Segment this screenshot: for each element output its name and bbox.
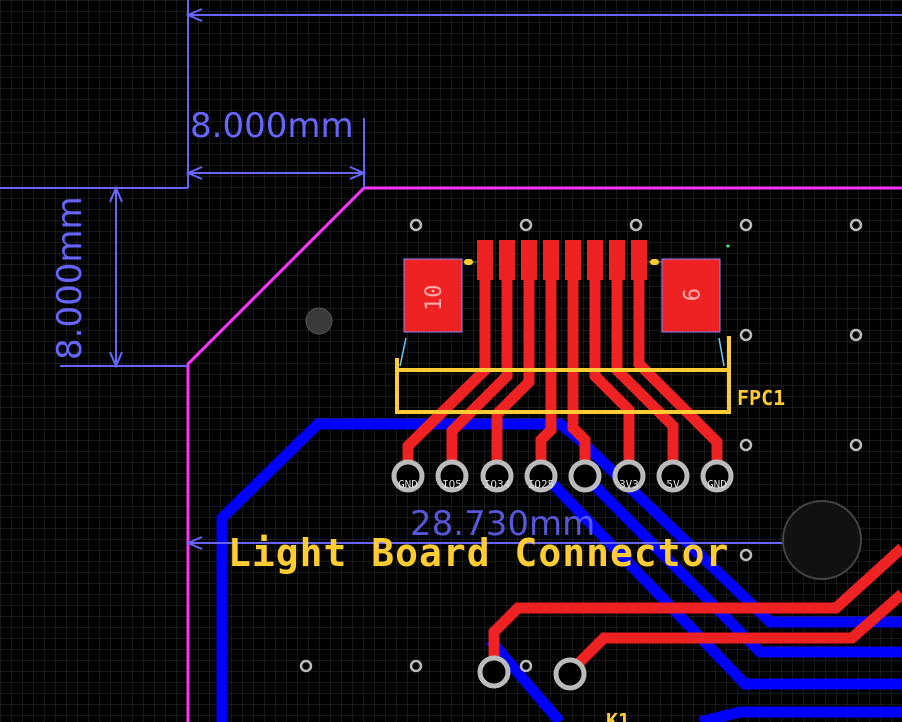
via[interactable] bbox=[519, 659, 533, 673]
top-trace-long-1[interactable] bbox=[488, 543, 902, 672]
lower-pad-left[interactable] bbox=[477, 655, 511, 689]
header-pad-io5[interactable] bbox=[435, 459, 469, 493]
header-pad-io25[interactable] bbox=[524, 459, 558, 493]
top-trace-long-2[interactable] bbox=[566, 589, 902, 676]
silk-dot-right bbox=[650, 259, 659, 265]
bottom-copper-layer bbox=[216, 418, 902, 722]
fpc-finger[interactable] bbox=[477, 240, 493, 280]
via[interactable] bbox=[849, 218, 863, 232]
dimension-horizontal-label: 8.000mm bbox=[190, 106, 354, 146]
tiny-marker bbox=[726, 244, 730, 248]
via[interactable] bbox=[739, 218, 753, 232]
via[interactable] bbox=[849, 438, 863, 452]
pin-label: GND bbox=[398, 478, 418, 491]
pin-label: IO34 bbox=[484, 478, 511, 491]
top-copper-layer bbox=[402, 262, 902, 676]
fpc-trace-6[interactable] bbox=[589, 262, 635, 476]
dimension-vertical-label: 8.000mm bbox=[50, 196, 90, 360]
connector-reference: FPC1 bbox=[737, 386, 785, 410]
pin-label: IO5 bbox=[442, 478, 462, 491]
via[interactable] bbox=[629, 218, 643, 232]
silk-dot-left bbox=[464, 259, 473, 265]
mounting-hole-large[interactable] bbox=[782, 500, 862, 580]
header-pin-labels: GND IO5 IO34 IO25 3V3 5V GND bbox=[398, 478, 727, 491]
fpc-finger[interactable] bbox=[609, 240, 625, 280]
header-pad-5v[interactable] bbox=[656, 459, 690, 493]
header-pad-5[interactable] bbox=[568, 459, 602, 493]
bottom-trace[interactable] bbox=[216, 418, 902, 722]
via[interactable] bbox=[409, 659, 423, 673]
via-grid bbox=[299, 218, 863, 673]
dimension-annotations bbox=[0, 0, 902, 550]
pin-label: GND bbox=[707, 478, 727, 491]
fpc-trace-3[interactable] bbox=[491, 262, 535, 476]
fpc-trace-8[interactable] bbox=[633, 262, 723, 476]
fpc-finger[interactable] bbox=[631, 240, 647, 280]
pad-number-left: 10 bbox=[422, 285, 447, 312]
fpc-finger[interactable] bbox=[543, 240, 559, 280]
fpc-finger[interactable] bbox=[499, 240, 515, 280]
dimension-width-label: 28.730mm bbox=[410, 504, 595, 544]
via[interactable] bbox=[849, 328, 863, 342]
header-pad-gnd-right[interactable] bbox=[700, 459, 734, 493]
lower-pad-right[interactable] bbox=[553, 657, 587, 691]
header-pad-io34[interactable] bbox=[480, 459, 514, 493]
header-pad-3v3[interactable] bbox=[612, 459, 646, 493]
pad-number-right: 9 bbox=[677, 288, 702, 301]
fpc-mount-pad-left[interactable] bbox=[403, 258, 463, 333]
fpc-finger[interactable] bbox=[565, 240, 581, 280]
bottom-trace[interactable] bbox=[541, 472, 902, 690]
bottom-trace[interactable] bbox=[581, 472, 902, 658]
fpc-finger[interactable] bbox=[587, 240, 603, 280]
lower-reference: K1 bbox=[606, 709, 630, 722]
fpc-trace-7[interactable] bbox=[611, 262, 679, 476]
mounting-hole-small[interactable] bbox=[305, 307, 333, 335]
via[interactable] bbox=[739, 438, 753, 452]
via[interactable] bbox=[739, 328, 753, 342]
via[interactable] bbox=[739, 548, 753, 562]
bottom-trace[interactable] bbox=[698, 706, 902, 722]
header-pad-gnd-left[interactable] bbox=[391, 459, 425, 493]
via[interactable] bbox=[299, 659, 313, 673]
fpc-body-silkscreen bbox=[395, 336, 731, 414]
via[interactable] bbox=[409, 218, 423, 232]
fpc-fingers bbox=[477, 240, 647, 280]
via[interactable] bbox=[519, 218, 533, 232]
fpc-trace-4[interactable] bbox=[535, 262, 557, 476]
fpc-finger[interactable] bbox=[521, 240, 537, 280]
fpc-mount-pad-right[interactable] bbox=[661, 258, 721, 333]
pin-label: IO25 bbox=[528, 478, 555, 491]
fpc-trace-5[interactable] bbox=[567, 262, 591, 476]
fpc-trace-2[interactable] bbox=[446, 262, 513, 476]
silkscreen-title: Light Board Connector bbox=[228, 531, 729, 575]
header-pads bbox=[391, 459, 734, 493]
pin-label: 5V bbox=[666, 478, 680, 491]
bottom-trace[interactable] bbox=[485, 636, 565, 722]
pin-label: 3V3 bbox=[619, 478, 639, 491]
